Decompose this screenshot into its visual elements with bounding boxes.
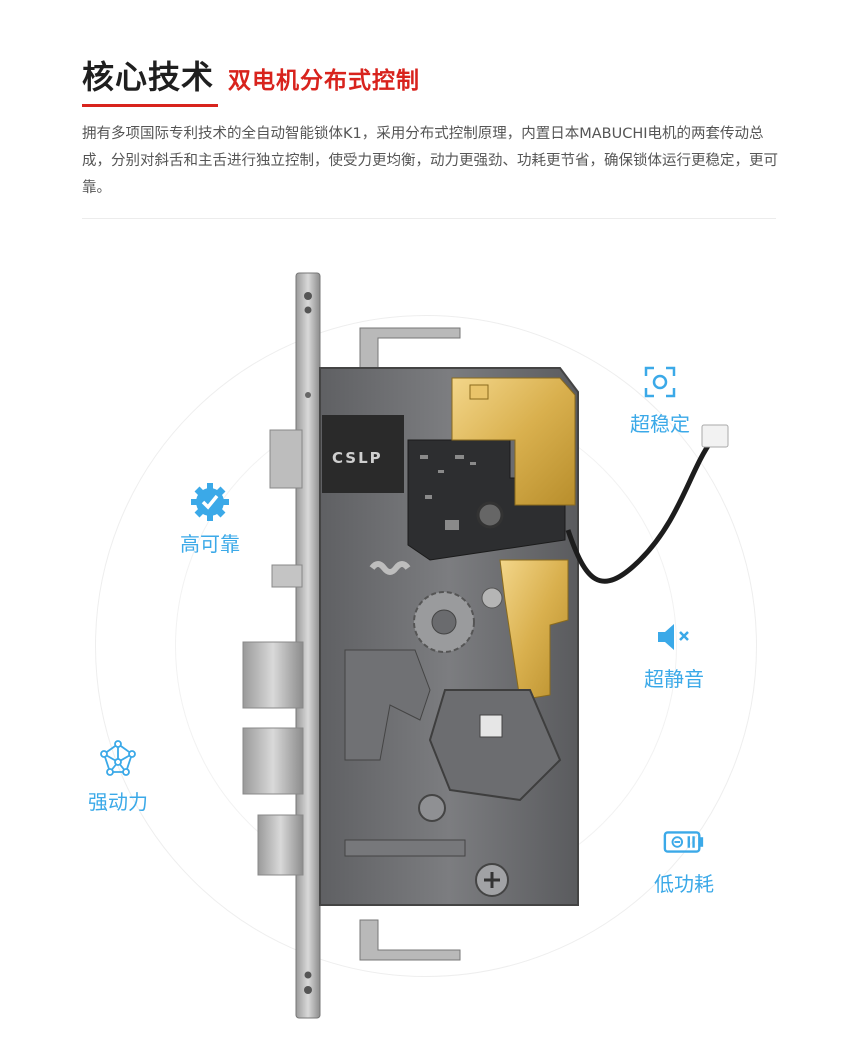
stability-icon xyxy=(638,360,682,404)
divider xyxy=(82,218,776,219)
title-row: 核心技术 双电机分布式控制 xyxy=(82,52,782,98)
outer-ring xyxy=(95,315,757,977)
product-stage: CSLP xyxy=(0,230,850,1064)
feature-label: 超稳定 xyxy=(630,412,690,436)
feature-label: 强动力 xyxy=(88,790,148,814)
feature-stability: 超稳定 xyxy=(630,360,690,437)
feature-label: 高可靠 xyxy=(180,532,240,556)
description-text: 拥有多项国际专利技术的全自动智能锁体K1，采用分布式控制原理，内置日本MABUC… xyxy=(82,126,778,196)
feature-power: 强动力 xyxy=(88,738,148,815)
lock-body-image: CSLP xyxy=(242,272,729,1019)
gear-check-icon xyxy=(188,480,232,524)
network-icon xyxy=(96,738,140,782)
feature-label: 超静音 xyxy=(644,667,704,691)
page-title: 核心技术 xyxy=(82,58,215,96)
mute-speaker-icon xyxy=(652,615,696,659)
feature-label: 低功耗 xyxy=(654,872,714,896)
brand-label: CSLP xyxy=(332,449,383,467)
header-section: 核心技术 双电机分布式控制 拥有多项国际专利技术的全自动智能锁体K1，采用分布式… xyxy=(82,52,782,202)
feature-low-power: 低功耗 xyxy=(654,820,714,897)
feature-silent: 超静音 xyxy=(644,615,704,692)
battery-icon xyxy=(662,820,706,864)
title-underline xyxy=(82,104,218,107)
feature-reliability: 高可靠 xyxy=(180,480,240,557)
page-subtitle: 双电机分布式控制 xyxy=(228,68,421,94)
